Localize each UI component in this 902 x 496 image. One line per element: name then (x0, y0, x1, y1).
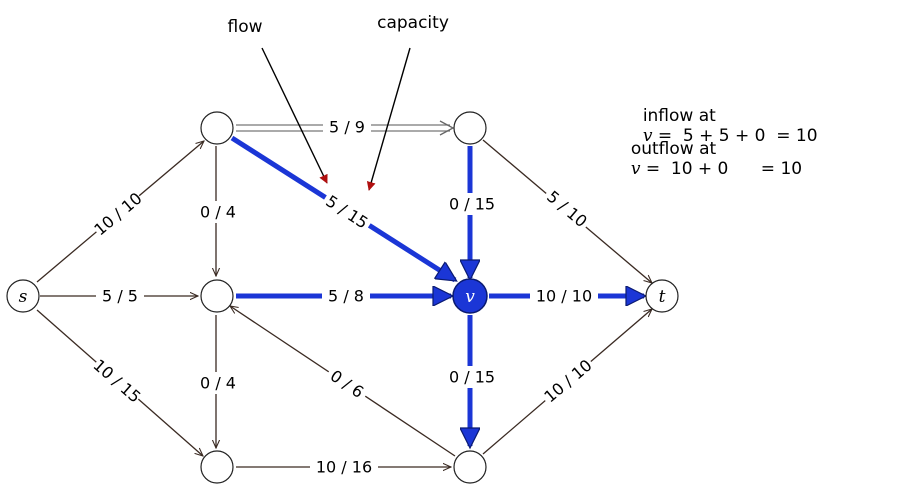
svg-text:5 / 5: 5 / 5 (102, 287, 138, 306)
svg-text:10 / 10: 10 / 10 (536, 287, 592, 306)
inflow-label: inflow at (642, 106, 716, 126)
inflow-variable: v (642, 126, 653, 146)
svg-text:5 / 8: 5 / 8 (328, 287, 364, 306)
inflow-equation: inflow at v = 5 + 5 + 0 = 10 (632, 86, 818, 146)
outflow-expression: = 10 + 0 = 10 (640, 159, 803, 179)
node-f (453, 450, 487, 484)
svg-text:0 / 4: 0 / 4 (200, 203, 236, 222)
flow-annotation-arrow (261, 47, 328, 184)
svg-text:s: s (19, 287, 28, 307)
node-a (200, 111, 234, 145)
edge-label-b-v: 0 / 15 (446, 193, 498, 215)
flow-annotation-label: flow (227, 17, 262, 37)
svg-text:5 / 15: 5 / 15 (322, 191, 371, 232)
edge-label-b-t: 5 / 10 (540, 183, 594, 235)
svg-text:10 / 16: 10 / 16 (316, 458, 372, 477)
edge-label-v-f: 0 / 15 (446, 366, 498, 388)
edge-label-v-t: 10 / 10 (530, 285, 598, 307)
node-b (453, 111, 487, 145)
node-s: s (6, 279, 40, 313)
svg-text:v: v (465, 287, 475, 307)
edge-label-f-t: 10 / 10 (537, 353, 599, 409)
edge-label-f-c: 0 / 6 (322, 362, 372, 406)
svg-text:0 / 15: 0 / 15 (449, 195, 495, 214)
edge-label-a-b: 5 / 9 (323, 116, 371, 138)
node-t: t (645, 279, 679, 313)
outflow-label: outflow at (630, 139, 717, 159)
node-v: v (452, 278, 488, 314)
capacity-annotation-label: capacity (377, 13, 449, 33)
edge-label-c-v: 5 / 8 (322, 285, 370, 307)
svg-text:10 / 10: 10 / 10 (90, 189, 145, 240)
svg-text:10 / 15: 10 / 15 (90, 355, 145, 406)
outflow-variable: v (630, 159, 641, 179)
edge-label-e-f: 10 / 16 (310, 456, 378, 478)
capacity-annotation-arrow (366, 47, 411, 191)
edge-label-c-e: 0 / 4 (196, 372, 240, 394)
edge-label-s-e: 10 / 15 (88, 354, 146, 408)
outflow-equation: outflow at v = 10 + 0 = 10 (620, 119, 802, 179)
svg-text:t: t (659, 287, 666, 307)
node-e (200, 450, 234, 484)
svg-text:0 / 4: 0 / 4 (200, 374, 236, 393)
edge-label-s-a: 10 / 10 (89, 187, 147, 241)
edge-label-a-c: 0 / 4 (196, 201, 240, 223)
svg-text:10 / 10: 10 / 10 (540, 356, 595, 407)
svg-text:5 / 9: 5 / 9 (329, 118, 365, 137)
edge-label-s-c: 5 / 5 (96, 285, 144, 307)
inflow-expression: = 5 + 5 + 0 = 10 (652, 126, 818, 146)
node-c (200, 279, 234, 313)
svg-text:0 / 15: 0 / 15 (449, 368, 495, 387)
edge-label-a-v: 5 / 15 (319, 188, 375, 236)
